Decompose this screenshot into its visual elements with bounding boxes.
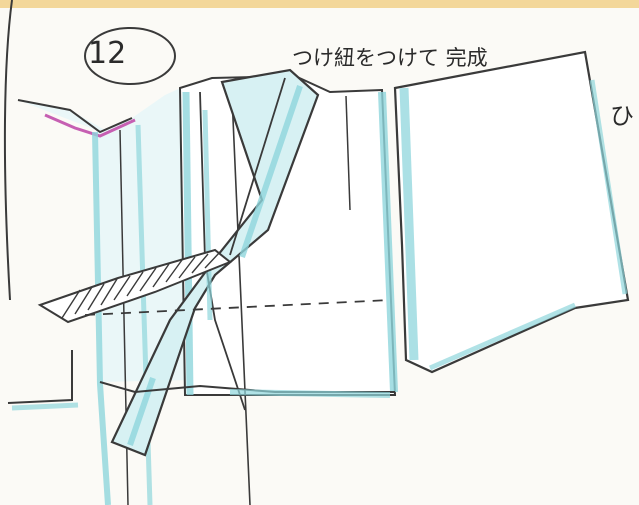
page-edge-line <box>3 0 13 301</box>
edge-glyph: ひ <box>610 102 634 130</box>
caption-text: つけ紐をつけて 完成 <box>292 46 488 70</box>
body-panel <box>178 74 397 396</box>
step-number: 12 <box>88 36 127 71</box>
tie-string <box>37 248 232 324</box>
tie-hatching <box>61 251 221 319</box>
step-circle <box>84 27 176 85</box>
pink-collar-line <box>44 113 136 138</box>
paper-edge-band <box>0 0 639 8</box>
back-panel <box>18 86 190 382</box>
waist-dashed-line <box>84 299 391 316</box>
